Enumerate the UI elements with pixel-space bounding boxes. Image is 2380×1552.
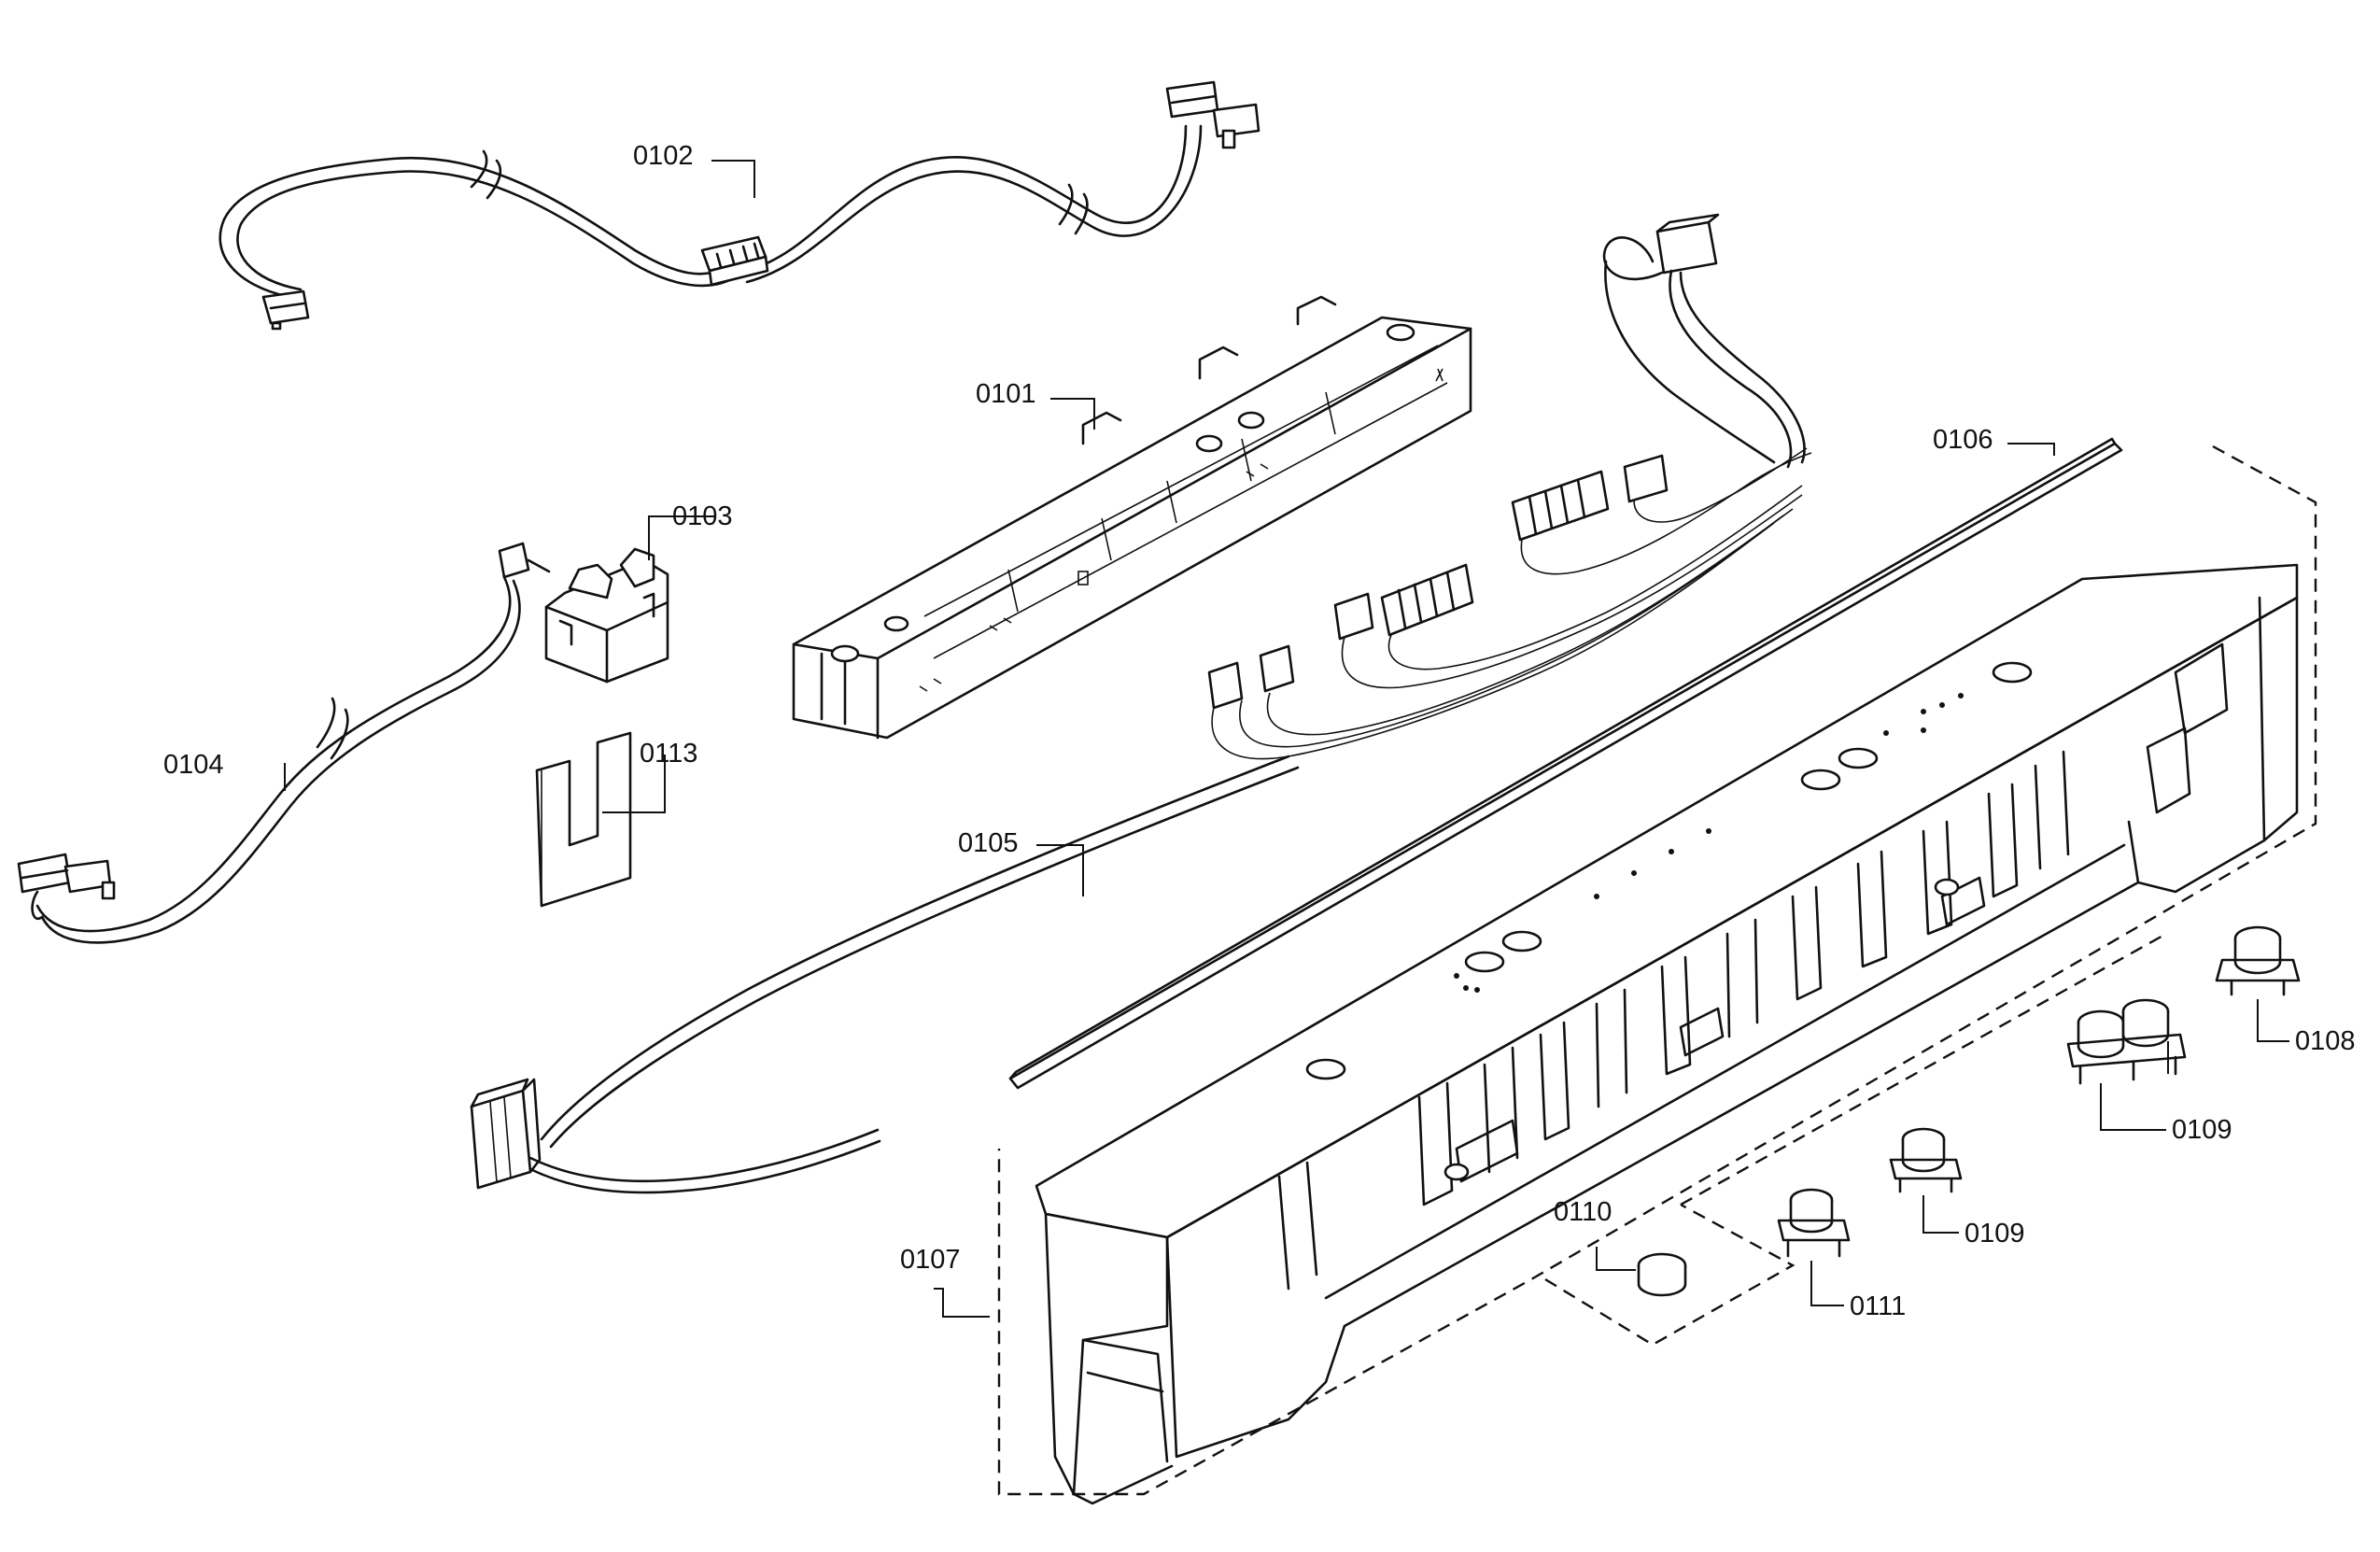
part-labels: 0102 0101 0106 0103 0113 0104 0105 0108 … <box>163 141 2356 1321</box>
label-0105: 0105 <box>958 828 1019 858</box>
label-0111: 0111 <box>1850 1291 1906 1321</box>
label-0103: 0103 <box>672 501 733 531</box>
part-0110-button-cap <box>1637 1252 1687 1297</box>
part-0109-push-button <box>1889 1127 1963 1193</box>
label-0101: 0101 <box>976 379 1036 409</box>
label-0107: 0107 <box>900 1245 961 1275</box>
assembly-outline-0107 <box>997 444 2317 1496</box>
part-0102-wire-harness <box>218 80 1260 331</box>
part-0113-insulator-plate <box>535 731 632 908</box>
label-0102: 0102 <box>633 141 694 171</box>
leader-lines <box>284 160 2289 1318</box>
label-0110: 0110 <box>1554 1197 1612 1227</box>
part-0106-seal-strip <box>1008 437 2123 1090</box>
part-0109-push-button-pair <box>2066 998 2187 1085</box>
part-0108-push-button <box>2215 925 2301 996</box>
part-0111-push-button <box>1777 1188 1851 1258</box>
label-0106: 0106 <box>1933 425 1993 455</box>
part-0105-wire-loom <box>470 213 1812 1194</box>
label-0109-lower: 0109 <box>1965 1219 2025 1249</box>
part-0107-panel-housing <box>1035 563 2299 1505</box>
label-0104: 0104 <box>163 750 224 780</box>
label-0109-upper: 0109 <box>2172 1115 2232 1145</box>
part-0101-control-module <box>792 295 1472 740</box>
label-0108: 0108 <box>2295 1026 2356 1056</box>
assembly-outline-buttons <box>1544 932 2167 1347</box>
part-0103-switch-relay <box>498 542 669 684</box>
part-0104-wire-harness <box>17 575 521 944</box>
label-0113: 0113 <box>640 739 697 769</box>
